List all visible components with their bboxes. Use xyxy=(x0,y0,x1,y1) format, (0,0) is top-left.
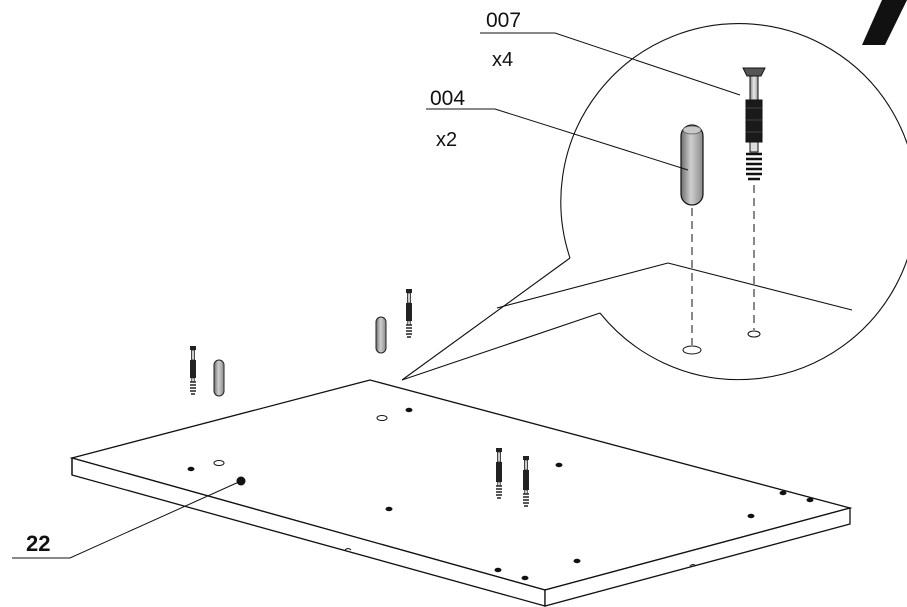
step-marker xyxy=(862,0,907,45)
screw-fitting-board-b xyxy=(523,456,529,507)
zoom-screw-007 xyxy=(742,67,766,181)
part-qty-004: x2 xyxy=(436,129,458,151)
part-code-007: 007 xyxy=(486,9,522,32)
leader-lines xyxy=(12,32,741,559)
screw-fitting-board-a xyxy=(496,448,502,499)
board-panel-22 xyxy=(69,379,853,607)
part-code-004: 004 xyxy=(430,87,466,110)
edge-notches xyxy=(344,548,697,567)
panel-pointer-dot xyxy=(236,476,246,486)
zoom-dowel-004 xyxy=(680,124,704,206)
part-qty-007: x4 xyxy=(492,49,514,71)
zoom-holes xyxy=(682,330,761,355)
zoom-callout xyxy=(401,23,907,381)
dowel-fitting-mid xyxy=(375,316,387,354)
board-holes xyxy=(187,407,814,581)
screw-fitting-mid xyxy=(406,289,412,338)
zoom-guide-lines xyxy=(691,185,755,345)
panel-label-22: 22 xyxy=(26,531,51,556)
dowel-fitting-left xyxy=(213,359,225,397)
screw-fitting-left xyxy=(190,346,196,395)
